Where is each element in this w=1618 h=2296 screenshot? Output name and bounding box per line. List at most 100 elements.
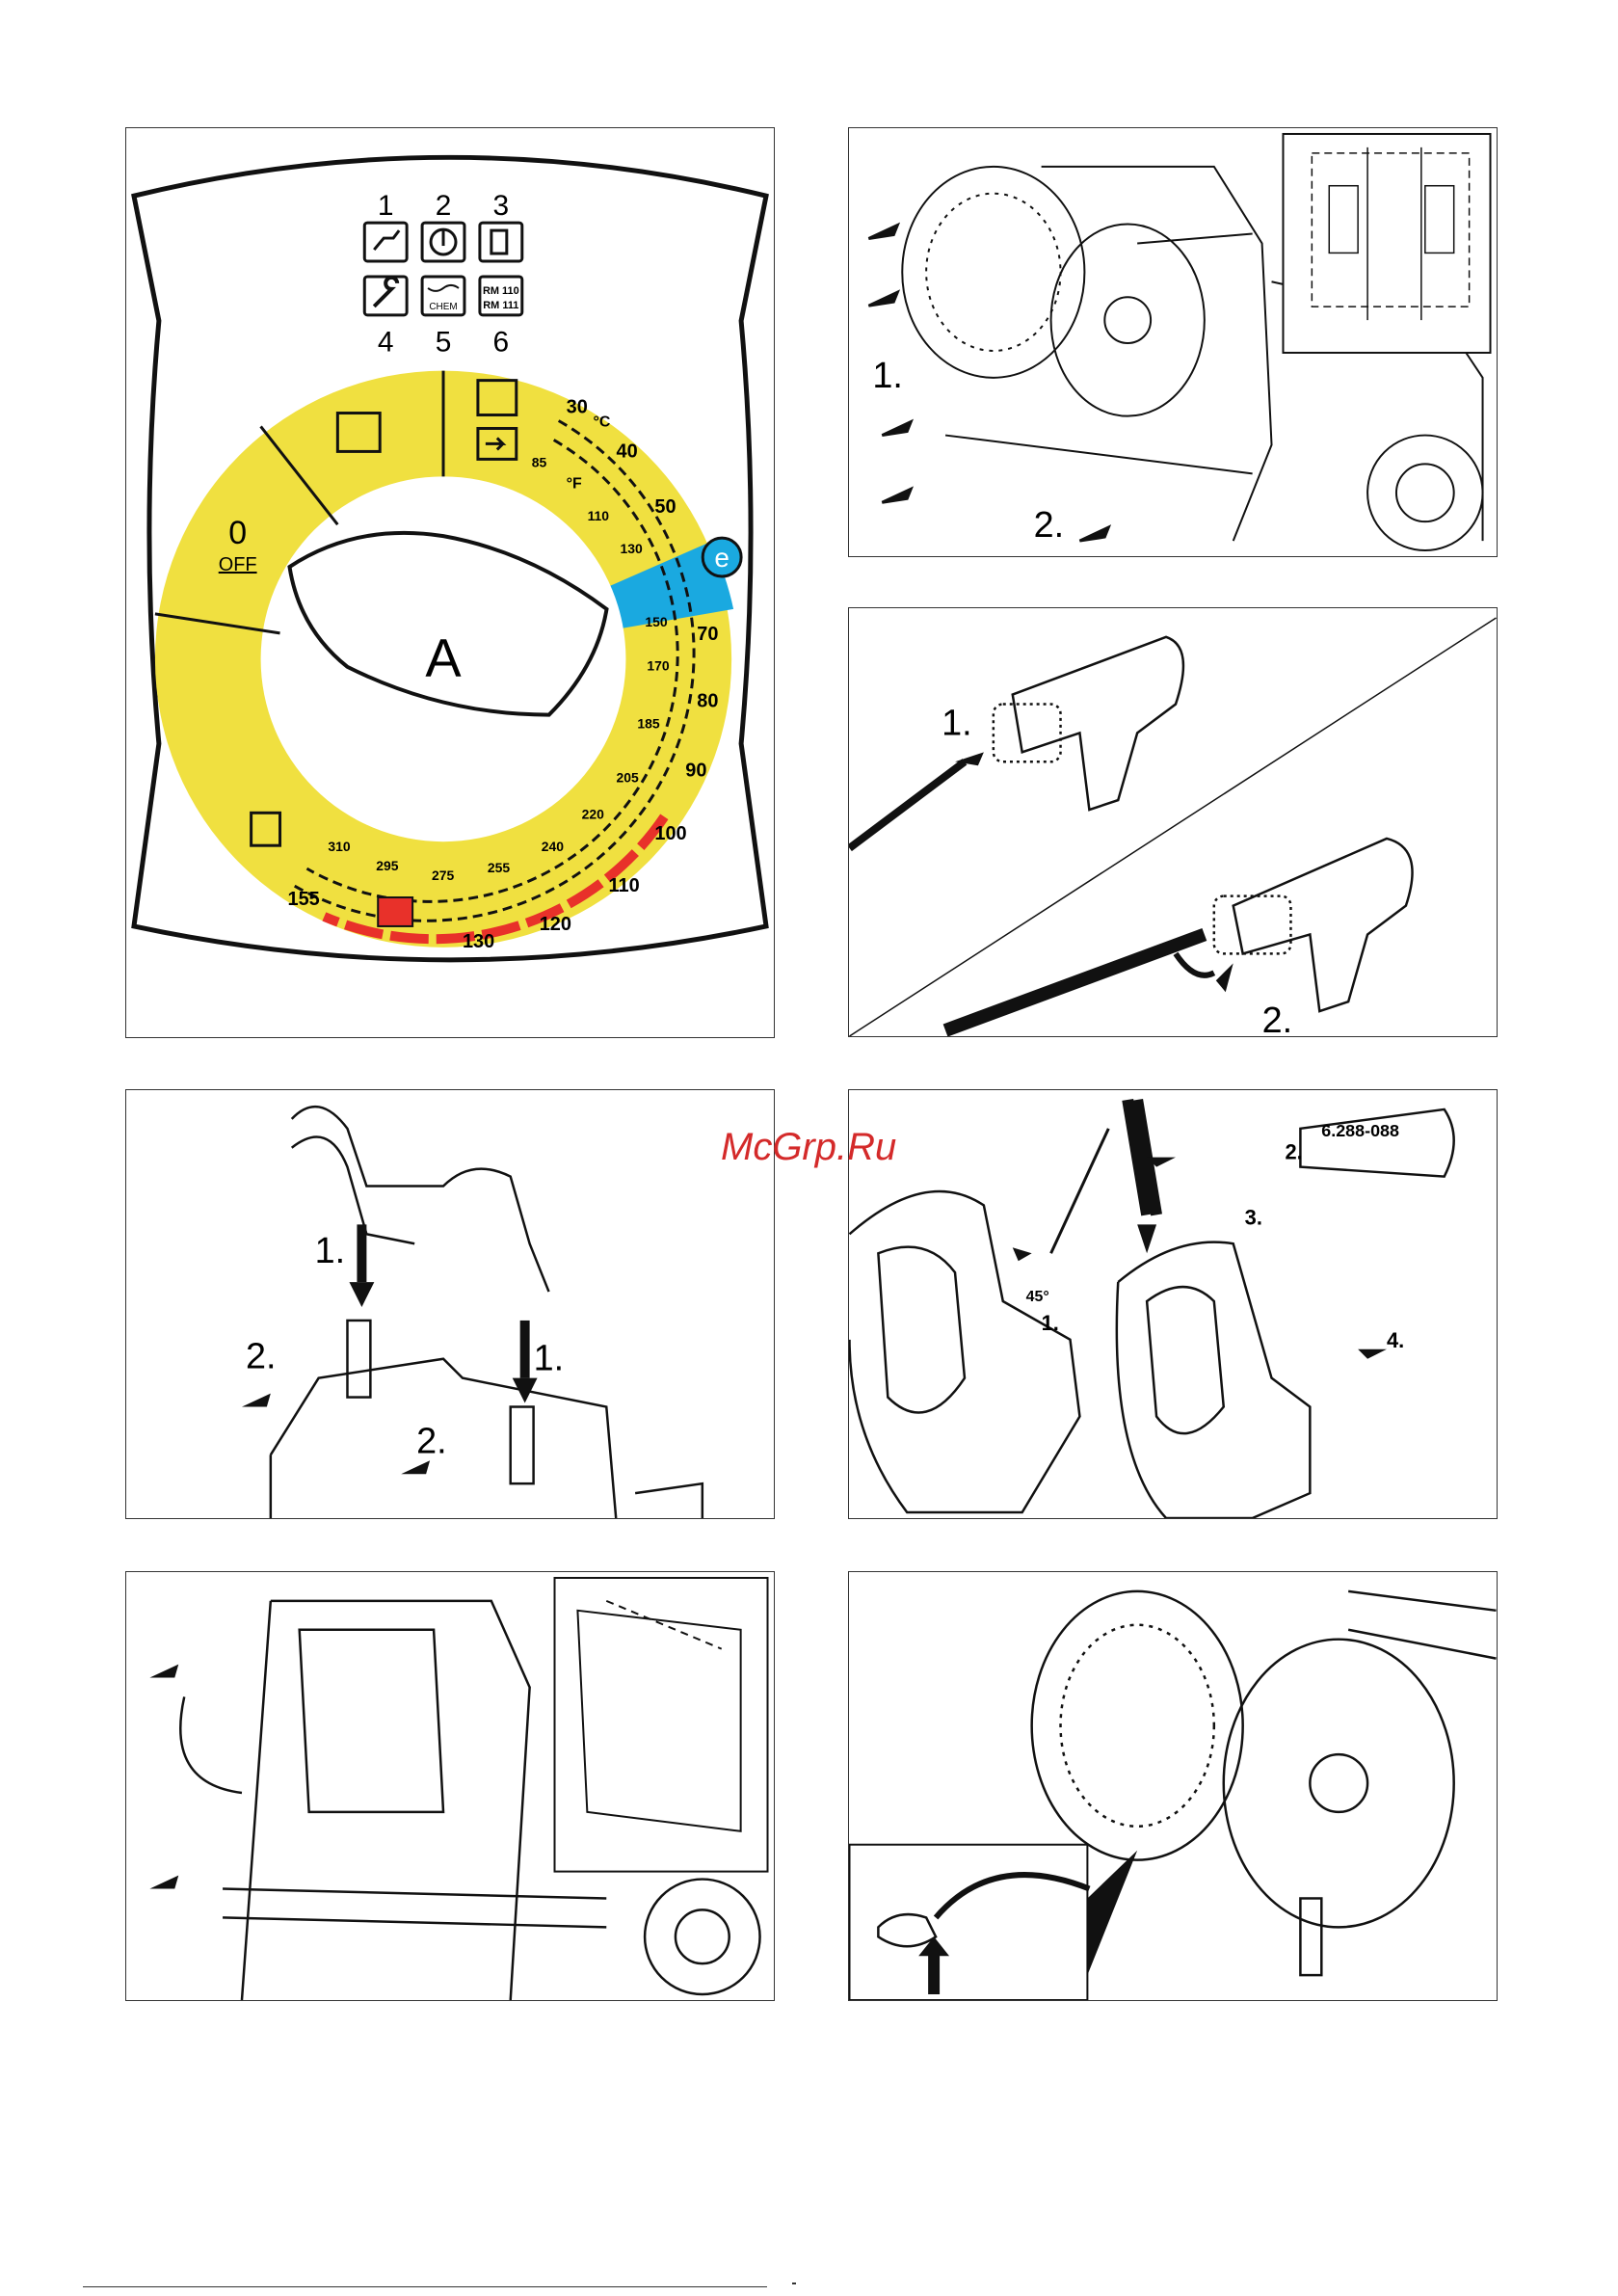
f-185: 185 [637, 716, 660, 732]
reel-drum [902, 167, 1084, 378]
icon-number-3: 3 [493, 190, 510, 222]
down-arrow-2 [513, 1378, 538, 1403]
screw-arrow-top [149, 1665, 178, 1678]
c-50: 50 [654, 496, 676, 518]
step-2b-label: 2. [416, 1421, 447, 1461]
step-2-label: 2. [1262, 1001, 1293, 1036]
gun-lance-figure: 1. 2. [849, 608, 1497, 1036]
clip-arrow [1079, 527, 1108, 541]
screw-arrow-2 [868, 292, 897, 306]
rotate-arrow [1216, 963, 1233, 992]
icon-number-1: 1 [378, 190, 394, 222]
off-zero: 0 [228, 515, 247, 551]
c-100: 100 [654, 823, 686, 844]
accessory-basket-panel [125, 1571, 775, 2001]
screw-arrow-bottom [149, 1876, 178, 1889]
knob-label: A [425, 627, 462, 688]
gun-grip-top [994, 705, 1061, 762]
reel-mount-figure: 1. 2. [849, 128, 1497, 556]
icon-number-2: 2 [436, 190, 452, 222]
step-1-label: 1. [1042, 1311, 1059, 1335]
reel-mount-panel: 1. 2. [848, 127, 1498, 557]
steam-icon [378, 897, 412, 926]
footer-mark [792, 2283, 796, 2284]
watermark: McGrp.Ru [721, 1126, 896, 1169]
control-dial-figure: CHEM RM 110 RM 111 1 2 3 4 5 6 0 OFF A [126, 128, 774, 1037]
c-70: 70 [697, 624, 718, 645]
grease-tube [1300, 1109, 1453, 1177]
f-150: 150 [645, 614, 668, 629]
rm-label-1: RM 110 [483, 285, 519, 297]
step-1b-label: 1. [534, 1339, 565, 1379]
step-3-label: 3. [1245, 1205, 1262, 1229]
f-130: 130 [620, 541, 643, 556]
gun-repair-panel: 6.288-088 1. 2. 3. 4. 45° [848, 1089, 1498, 1519]
off-label: OFF [219, 554, 257, 575]
wheel [645, 1880, 759, 1994]
spray-gun-bottom [1233, 839, 1413, 1011]
gun-body-right [1117, 1242, 1311, 1518]
gun-repair-figure: 6.288-088 1. 2. 3. 4. 45° [849, 1090, 1497, 1518]
screw-arrow-3 [882, 422, 911, 436]
step-4-label: 4. [1387, 1328, 1404, 1352]
f-240: 240 [542, 839, 565, 854]
gun-lance-panel: 1. 2. [848, 607, 1498, 1037]
f-220: 220 [582, 806, 605, 821]
f-85: 85 [532, 454, 547, 469]
f-275: 275 [432, 868, 455, 883]
machine-body [242, 1601, 530, 2000]
handle-mount-panel: 1. 1. 2. 2. [125, 1089, 775, 1519]
screw-arrow-right [401, 1460, 430, 1474]
step-2-label: 2. [1034, 505, 1065, 546]
c-80: 80 [697, 691, 718, 712]
down-arrow-1 [349, 1282, 374, 1307]
handle-mount-figure: 1. 1. 2. 2. [126, 1090, 774, 1518]
c-110: 110 [609, 875, 640, 896]
f-170: 170 [647, 658, 670, 674]
unit-fahrenheit: °F [567, 475, 582, 492]
icon-number-4: 4 [378, 327, 394, 359]
detail-inset [555, 1578, 768, 1872]
angle-label: 45° [1026, 1289, 1049, 1305]
eco-label: e [714, 543, 729, 573]
step-1-label: 1. [942, 703, 972, 743]
basket [300, 1630, 443, 1812]
spray-gun-top [1013, 637, 1183, 810]
valve-rod [1127, 1100, 1156, 1215]
c-130: 130 [463, 931, 494, 952]
f-205: 205 [616, 769, 639, 785]
accessory-basket-figure [126, 1572, 774, 2000]
f-295: 295 [376, 858, 399, 873]
f-255: 255 [488, 860, 511, 875]
step-2-label: 2. [1285, 1140, 1302, 1164]
hose-reel-figure [849, 1572, 1497, 2000]
step-1a-label: 1. [315, 1231, 346, 1271]
reel-drum-front [1224, 1640, 1454, 1928]
unit-celsius: °C [594, 414, 611, 430]
screw-arrow-1 [868, 226, 897, 239]
rm-label-2: RM 111 [483, 300, 518, 311]
c-90: 90 [685, 760, 706, 781]
reel-drum-back [1032, 1591, 1243, 1860]
control-dial-panel: CHEM RM 110 RM 111 1 2 3 4 5 6 0 OFF A [125, 127, 775, 1038]
c-120: 120 [540, 914, 571, 935]
fuel-icon [480, 223, 522, 261]
detail-inset [1283, 134, 1490, 353]
screw-arrow-left [242, 1394, 271, 1407]
f-310: 310 [328, 839, 351, 854]
icon-number-5: 5 [436, 327, 452, 359]
part-number-label: 6.288-088 [1321, 1121, 1399, 1140]
footer-rule [83, 2286, 767, 2287]
hose-reel-panel [848, 1571, 1498, 2001]
wheel [1367, 436, 1482, 550]
c-155: 155 [288, 889, 320, 910]
screwdriver [1051, 1129, 1109, 1253]
step-2a-label: 2. [246, 1337, 277, 1377]
plug-icon [364, 223, 407, 261]
icon-number-6: 6 [493, 327, 510, 359]
f-110: 110 [588, 508, 610, 523]
c-30: 30 [567, 397, 588, 418]
step-1-label: 1. [872, 356, 903, 396]
chem-label: CHEM [429, 302, 457, 312]
crank-handle[interactable] [1300, 1898, 1321, 1975]
